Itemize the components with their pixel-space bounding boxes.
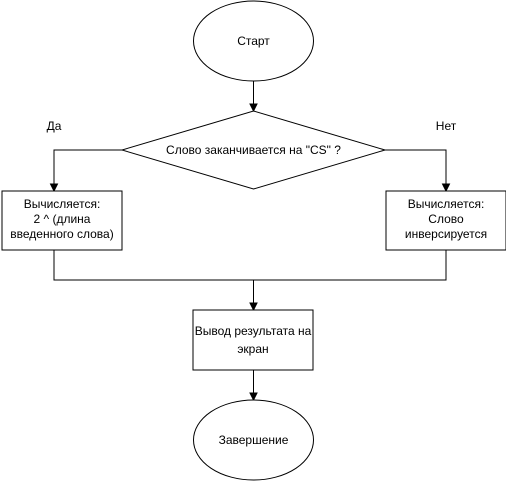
end-node [193, 399, 314, 481]
output-line-1: Вывод результата на [195, 324, 312, 338]
process-no-node [385, 190, 506, 251]
process-no-line-3: инверсируется [405, 227, 487, 241]
output-node [192, 309, 314, 371]
arrowhead-decision [249, 103, 258, 113]
edge-decision-to-no [385, 149, 447, 184]
process-yes-line-2: 2 ^ (длина [34, 212, 91, 226]
edge-decision-to-yes [53, 149, 122, 184]
arrowhead-no [441, 183, 451, 193]
end-label: Завершение [219, 433, 289, 447]
edge-merge [53, 250, 447, 281]
start-label: Старт [237, 34, 270, 48]
branch-no-label: Нет [436, 119, 457, 133]
branch-yes-label: Да [47, 119, 62, 133]
process-yes-node [1, 190, 123, 251]
decision-label: Слово заканчивается на "CS" ? [166, 143, 341, 157]
output-line-2: экран [237, 342, 268, 356]
process-yes-line-3: введенного слова) [10, 227, 113, 241]
process-no-line-1: Вычисляется: [408, 197, 485, 211]
process-yes-line-1: Вычисляется: [24, 197, 101, 211]
arrowhead-output [249, 302, 258, 312]
arrowhead-yes [49, 183, 59, 193]
arrowhead-end [249, 392, 258, 402]
decision-node [120, 110, 387, 190]
process-no-line-2: Слово [428, 212, 464, 226]
